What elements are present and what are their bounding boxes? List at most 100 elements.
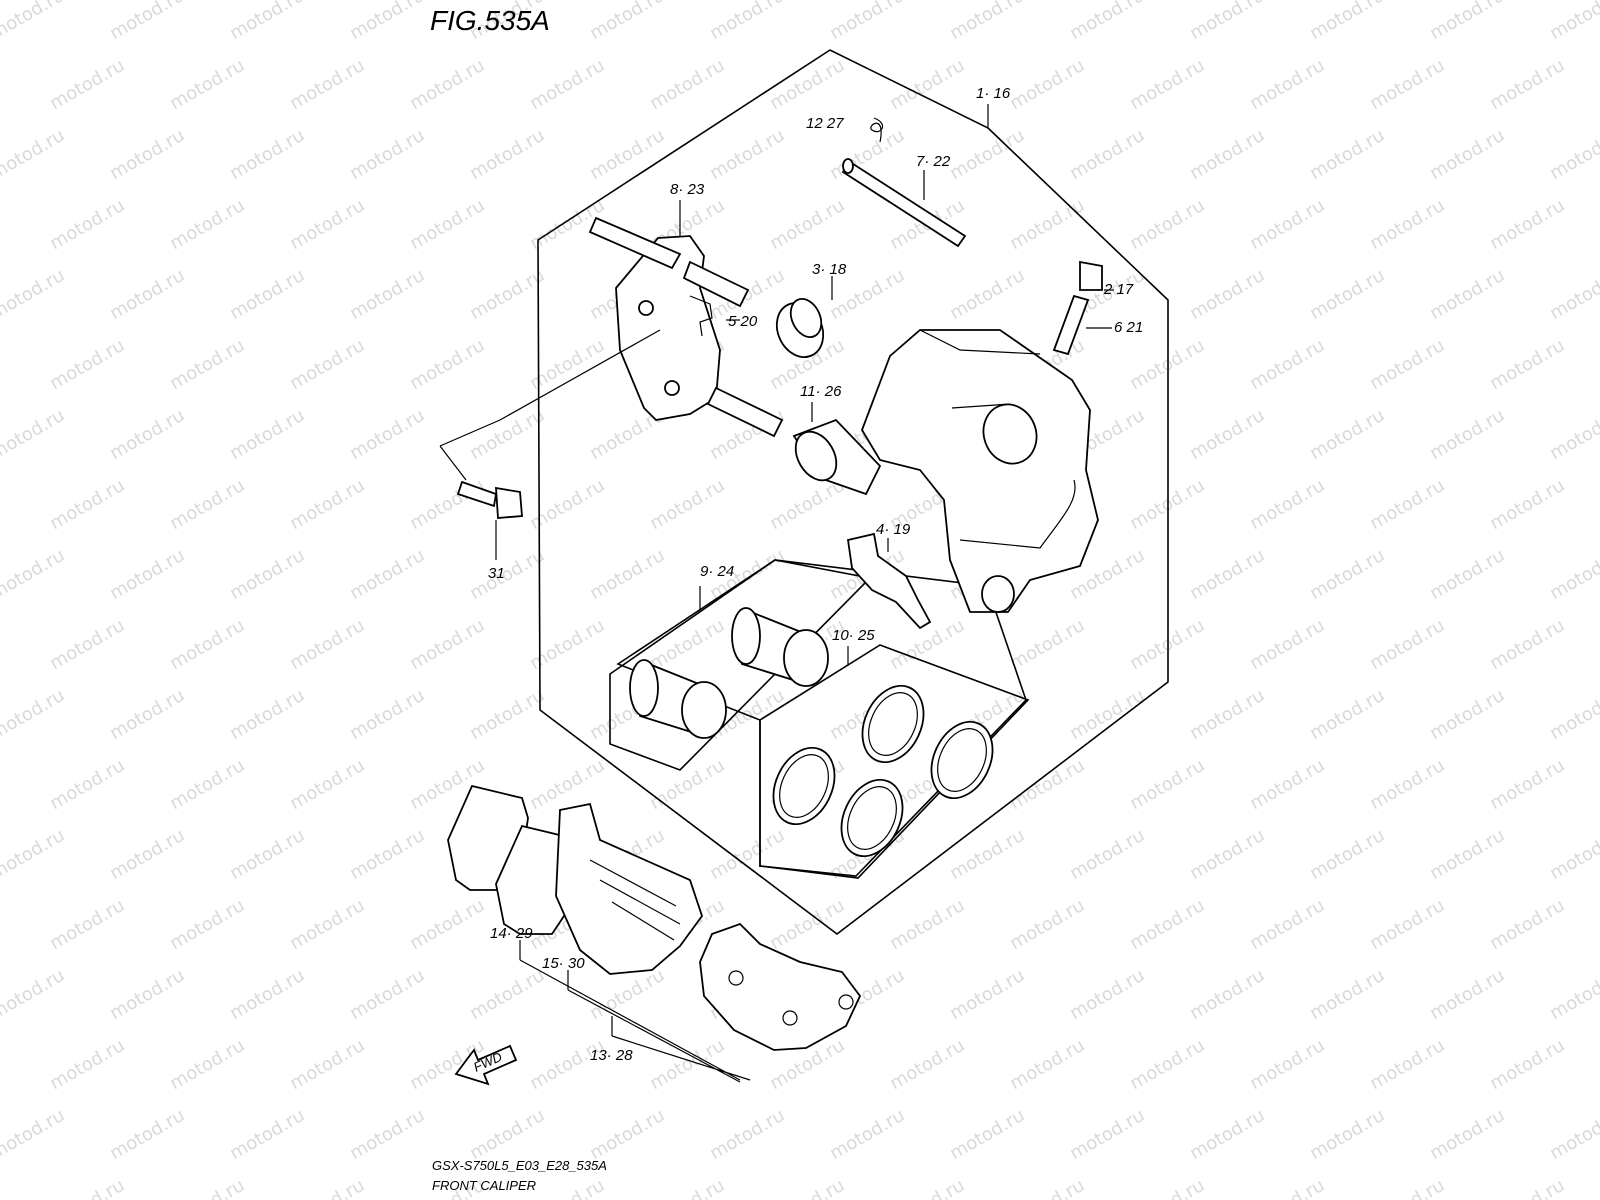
watermark-text: motod.ru — [1246, 195, 1328, 254]
watermark-text: motod.ru — [1126, 755, 1208, 814]
watermark-text: motod.ru — [346, 125, 428, 184]
watermark-text: motod.ru — [706, 1105, 788, 1164]
watermark-text: motod.ru — [1366, 1175, 1448, 1200]
assembly-frame — [537, 49, 1169, 936]
callout-5-20: 5 20 — [728, 313, 758, 330]
watermark-text: motod.ru — [106, 0, 188, 44]
watermark-text: motod.ru — [1366, 1035, 1448, 1094]
callout-2-17: 2 17 — [1103, 281, 1134, 298]
pad-spring — [846, 532, 932, 630]
watermark-text: motod.ru — [1006, 195, 1088, 254]
watermark-text: motod.ru — [406, 615, 488, 674]
watermark-text: motod.ru — [646, 1035, 728, 1094]
watermark-text: motod.ru — [346, 545, 428, 604]
watermark-text: motod.ru — [946, 265, 1028, 324]
watermark-text: motod.ru — [226, 825, 308, 884]
watermark-text: motod.ru — [406, 895, 488, 954]
watermark-text: motod.ru — [886, 1175, 968, 1200]
watermark-text: motod.ru — [1006, 755, 1088, 814]
watermark-text: motod.ru — [106, 545, 188, 604]
watermark-text: motod.ru — [946, 0, 1028, 44]
watermark-text: motod.ru — [466, 685, 548, 744]
callout-10-25: 10· 25 — [832, 627, 875, 644]
watermark-text: motod.ru — [526, 1035, 608, 1094]
watermark-text: motod.ru — [1186, 125, 1268, 184]
watermark-text: motod.ru — [46, 55, 128, 114]
watermark-text: motod.ru — [1066, 1105, 1148, 1164]
watermark-text: motod.ru — [166, 1035, 248, 1094]
watermark-text: motod.ru — [1426, 965, 1508, 1024]
watermark-text: motod.ru — [1066, 125, 1148, 184]
watermark-text: motod.ru — [646, 1175, 728, 1200]
callout-8-23: 8· 23 — [670, 181, 705, 198]
watermark-text: motod.ru — [346, 1105, 428, 1164]
watermark-text: motod.ru — [346, 0, 428, 44]
watermark-text: motod.ru — [346, 825, 428, 884]
watermark-text: motod.ru — [166, 335, 248, 394]
watermark-text: motod.ru — [1486, 615, 1568, 674]
watermark-text: motod.ru — [946, 825, 1028, 884]
callout-11-26: 11· 26 — [800, 383, 842, 400]
pin-boot — [792, 418, 882, 496]
watermark-text: motod.ru — [1546, 1105, 1600, 1164]
watermark-text: motod.ru — [1186, 965, 1268, 1024]
watermark-text: motod.ru — [586, 545, 668, 604]
watermark-text: motod.ru — [1366, 615, 1448, 674]
watermark-text: motod.ru — [766, 1175, 848, 1200]
watermark-text: motod.ru — [166, 615, 248, 674]
watermark-text: motod.ru — [406, 55, 488, 114]
watermark-text: motod.ru — [0, 545, 68, 604]
watermark-text: motod.ru — [586, 125, 668, 184]
watermark-text: motod.ru — [406, 475, 488, 534]
watermark-text: motod.ru — [1006, 1035, 1088, 1094]
watermark-text: motod.ru — [226, 685, 308, 744]
watermark-text: motod.ru — [1246, 895, 1328, 954]
watermark-text: motod.ru — [106, 825, 188, 884]
watermark-text: motod.ru — [1426, 125, 1508, 184]
watermark-text: motod.ru — [226, 0, 308, 44]
watermark-text: motod.ru — [1426, 825, 1508, 884]
callout-31: 31 — [488, 565, 505, 582]
watermark-text: motod.ru — [1426, 685, 1508, 744]
watermark-text: motod.ru — [106, 965, 188, 1024]
watermark-text: motod.ru — [886, 895, 968, 954]
watermark-text: motod.ru — [526, 1175, 608, 1200]
watermark-text: motod.ru — [1366, 195, 1448, 254]
watermark-text: motod.ru — [346, 405, 428, 464]
callout-9-24: 9· 24 — [700, 563, 734, 580]
watermark-text: motod.ru — [526, 615, 608, 674]
watermark-text: motod.ru — [1486, 335, 1568, 394]
watermark-text: motod.ru — [706, 125, 788, 184]
watermark-text: motod.ru — [1546, 825, 1600, 884]
watermark-text: motod.ru — [1006, 895, 1088, 954]
watermark-text: motod.ru — [586, 965, 668, 1024]
watermark-text: motod.ru — [646, 55, 728, 114]
watermark-text: motod.ru — [226, 405, 308, 464]
watermark-text: motod.ru — [1486, 895, 1568, 954]
watermark-text: motod.ru — [286, 195, 368, 254]
watermark-text: motod.ru — [1186, 825, 1268, 884]
watermark-text: motod.ru — [346, 265, 428, 324]
watermark-text: motod.ru — [1546, 965, 1600, 1024]
watermark-text: motod.ru — [1486, 475, 1568, 534]
watermark-text: motod.ru — [646, 755, 728, 814]
piston-seals — [772, 684, 994, 858]
watermark-text: motod.ru — [826, 0, 908, 44]
watermark-text: motod.ru — [286, 1035, 368, 1094]
watermark-text: motod.ru — [1546, 685, 1600, 744]
watermark-text: motod.ru — [1066, 685, 1148, 744]
watermark-text: motod.ru — [1426, 265, 1508, 324]
watermark-text: motod.ru — [1366, 895, 1448, 954]
leader-lines — [495, 104, 1114, 1083]
watermark-text: motod.ru — [0, 685, 68, 744]
watermark-text: motod.ru — [1546, 0, 1600, 44]
watermark-text: motod.ru — [1486, 1035, 1568, 1094]
watermark-text: motod.ru — [946, 965, 1028, 1024]
watermark-text: motod.ru — [586, 1105, 668, 1164]
watermark-text: motod.ru — [106, 265, 188, 324]
watermark-text: motod.ru — [1366, 475, 1448, 534]
watermark-text: motod.ru — [286, 615, 368, 674]
watermark-text: motod.ru — [1246, 755, 1328, 814]
watermark-text: motod.ru — [1126, 1035, 1208, 1094]
